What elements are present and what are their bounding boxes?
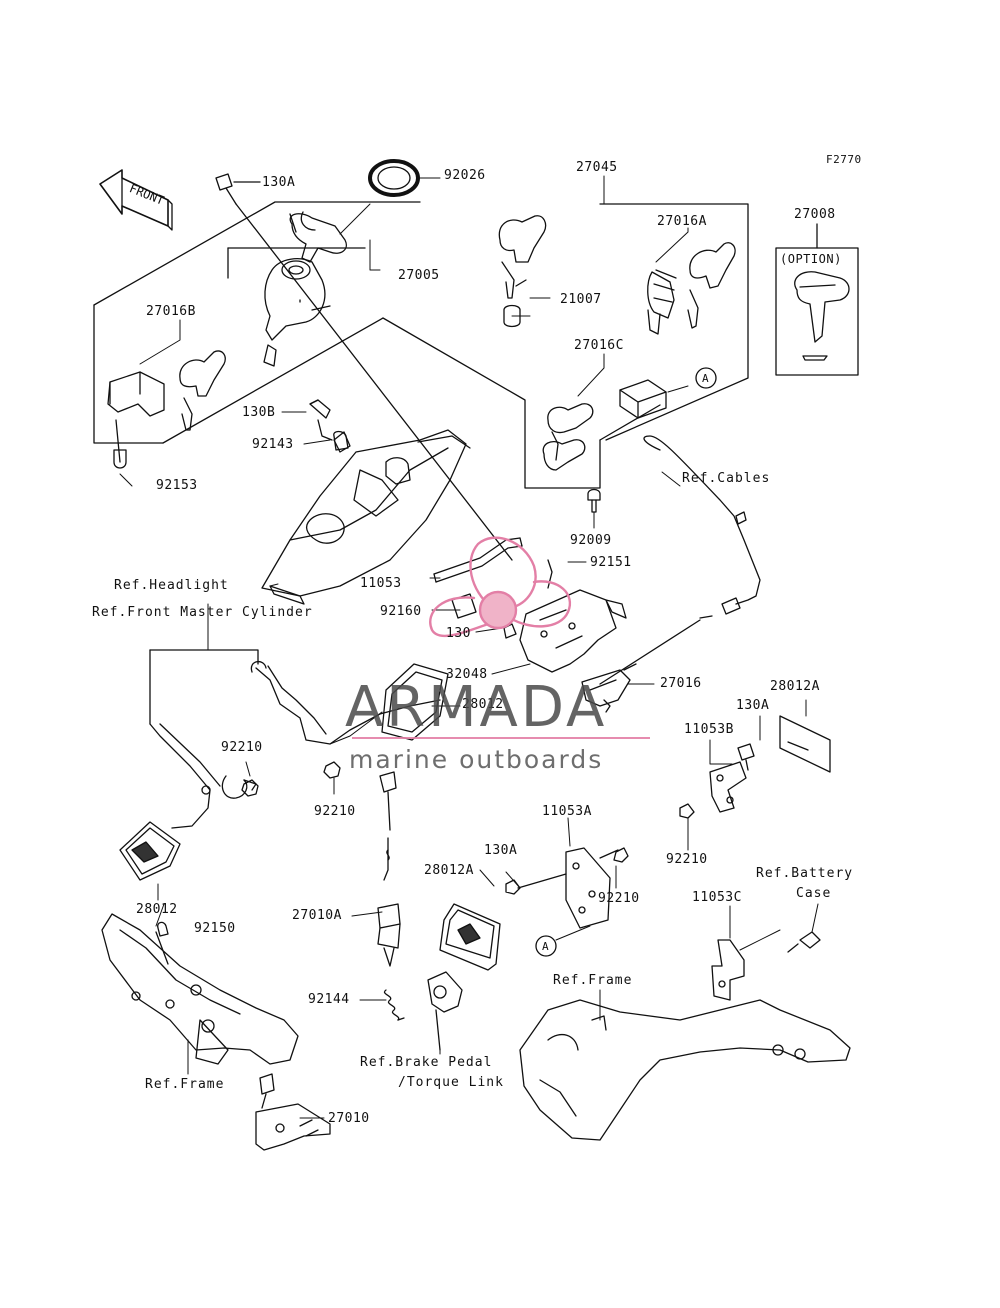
label-92153: 92153 bbox=[156, 478, 198, 493]
label-130: 130 bbox=[446, 626, 471, 641]
lock-27016b bbox=[107, 350, 226, 469]
label-92150: 92150 bbox=[194, 921, 236, 936]
label-28012a-mid: 28012A bbox=[424, 863, 474, 878]
label-27016a: 27016A bbox=[657, 214, 707, 229]
bolt-130b bbox=[309, 399, 349, 451]
bolt-92009 bbox=[587, 488, 601, 513]
label-27010a: 27010A bbox=[292, 908, 342, 923]
label-option: (OPTION) bbox=[780, 252, 842, 266]
master-cylinder-bracket bbox=[149, 649, 441, 829]
seat-lock-27016a bbox=[647, 242, 736, 335]
label-92210-left: 92210 bbox=[221, 740, 263, 755]
label-27016c: 27016C bbox=[574, 338, 624, 353]
label-130a-right: 130A bbox=[736, 698, 770, 713]
marker-a-top-label: A bbox=[702, 372, 710, 385]
marker-a-bottom-icon bbox=[535, 935, 557, 957]
bracket-11053b bbox=[679, 715, 831, 819]
watermark-brand: ARMADA bbox=[345, 675, 608, 740]
brake-pedal-torque-link bbox=[427, 971, 463, 1051]
label-28012-mid: 28012 bbox=[462, 697, 504, 712]
nut-92210-mid bbox=[323, 761, 341, 779]
label-ref-cables: Ref.Cables bbox=[682, 471, 771, 486]
label-28012-left: 28012 bbox=[136, 902, 178, 917]
watermark-tagline: marine outboards bbox=[349, 745, 604, 774]
label-ref-headlight: Ref.Headlight bbox=[114, 578, 229, 593]
label-27005: 27005 bbox=[398, 268, 440, 283]
label-27016b: 27016B bbox=[146, 304, 196, 319]
switch-27010a bbox=[377, 771, 401, 967]
option-key-box bbox=[775, 223, 859, 376]
nut-92210-left bbox=[241, 779, 259, 797]
label-92009: 92009 bbox=[570, 533, 612, 548]
label-torque-link: /Torque Link bbox=[398, 1075, 504, 1090]
propeller-logo-icon bbox=[429, 536, 571, 638]
label-27008: 27008 bbox=[794, 207, 836, 222]
label-92160: 92160 bbox=[380, 604, 422, 619]
label-ref-battery: Ref.Battery bbox=[756, 866, 854, 881]
label-32048: 32048 bbox=[446, 667, 488, 682]
label-130a-mid: 130A bbox=[484, 843, 518, 858]
reflector-28012-left bbox=[119, 821, 181, 881]
label-92026: 92026 bbox=[444, 168, 486, 183]
label-92144: 92144 bbox=[308, 992, 350, 1007]
label-92143: 92143 bbox=[252, 437, 294, 452]
label-92210-mid: 92210 bbox=[314, 804, 356, 819]
label-11053c: 11053C bbox=[692, 890, 742, 905]
marker-a-top-icon bbox=[695, 367, 717, 389]
label-28012a-right: 28012A bbox=[770, 679, 820, 694]
key-27016c bbox=[542, 379, 667, 471]
bracket-11053a bbox=[505, 847, 629, 929]
frame-right bbox=[519, 999, 851, 1141]
label-ref-frame-right: Ref.Frame bbox=[553, 973, 633, 988]
label-130b: 130B bbox=[242, 405, 276, 420]
spring-92144 bbox=[383, 989, 405, 1021]
bolt-130a-top bbox=[215, 173, 513, 561]
label-ref-front-master-cylinder: Ref.Front Master Cylinder bbox=[92, 605, 313, 620]
label-92210-midright: 92210 bbox=[598, 891, 640, 906]
ignition-switch bbox=[263, 159, 420, 367]
switch-27010 bbox=[255, 1073, 331, 1151]
label-case: Case bbox=[796, 886, 832, 901]
label-92151: 92151 bbox=[590, 555, 632, 570]
label-11053: 11053 bbox=[360, 576, 402, 591]
reflector-28012-mid bbox=[381, 663, 449, 741]
label-11053b: 11053B bbox=[684, 722, 734, 737]
label-27045: 27045 bbox=[576, 160, 618, 175]
cable-assembly bbox=[599, 435, 761, 685]
label-92210-right: 92210 bbox=[666, 852, 708, 867]
seat-lock-27016 bbox=[581, 663, 637, 713]
label-11053a: 11053A bbox=[542, 804, 592, 819]
label-27010: 27010 bbox=[328, 1111, 370, 1126]
figure-code: F2770 bbox=[826, 153, 862, 166]
key-21007 bbox=[498, 215, 547, 328]
watermark-divider bbox=[352, 737, 650, 739]
label-ref-frame-left: Ref.Frame bbox=[145, 1077, 225, 1092]
reflector-28012a-mid bbox=[439, 903, 501, 971]
label-130a-top: 130A bbox=[262, 175, 296, 190]
front-arrow-icon: FRONT bbox=[99, 169, 173, 231]
label-21007: 21007 bbox=[560, 292, 602, 307]
marker-a-bottom-label: A bbox=[542, 940, 550, 953]
label-27016: 27016 bbox=[660, 676, 702, 691]
group-outline-left bbox=[93, 201, 749, 489]
leader-lines bbox=[119, 175, 819, 1119]
label-ref-brake-pedal: Ref.Brake Pedal bbox=[360, 1055, 493, 1070]
frame-left bbox=[101, 913, 299, 1065]
bracket-11053c bbox=[711, 931, 821, 1001]
